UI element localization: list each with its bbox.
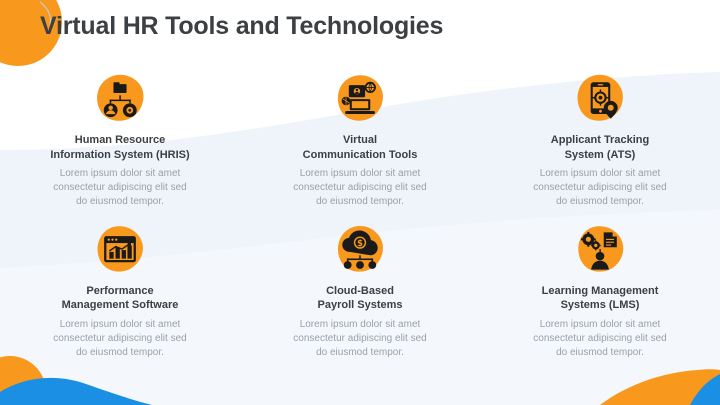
tool-card-title: Cloud-Based Payroll Systems (317, 284, 403, 312)
tool-card-title: Virtual Communication Tools (302, 134, 418, 161)
tool-card-description: Lorem ipsum dolor sit amet consectetur a… (533, 318, 667, 358)
svg-text:$: $ (357, 238, 363, 248)
page-title: Virtual HR Tools and Technologies (40, 12, 444, 40)
tool-card-description: Lorem ipsum dolor sit amet consectetur a… (53, 168, 187, 208)
tool-card-cloud-payroll[interactable]: $ Cloud-Based Payroll Systems Lorem ipsu… (240, 223, 480, 361)
tool-card-applicant-tracking[interactable]: Applicant Tracking System (ATS) Lorem ip… (480, 72, 720, 210)
cloud-payroll-dollar-icon: $ (332, 223, 388, 279)
performance-dashboard-chart-icon (92, 223, 148, 279)
tool-card-description: Lorem ipsum dolor sit amet consectetur a… (293, 168, 427, 208)
hris-org-chart-icon (92, 72, 148, 128)
virtual-communication-laptop-icon (332, 72, 388, 128)
tool-card-description: Lorem ipsum dolor sit amet consectetur a… (293, 318, 427, 358)
learning-management-person-gear-icon (572, 223, 628, 279)
tool-card-description: Lorem ipsum dolor sit amet consectetur a… (53, 318, 187, 358)
tools-row-top: Human Resource Information System (HRIS)… (0, 72, 720, 210)
applicant-tracking-phone-icon (572, 72, 628, 128)
tool-card-description: Lorem ipsum dolor sit amet consectetur a… (533, 168, 667, 208)
tool-card-performance-management[interactable]: Performance Management Software Lorem ip… (0, 223, 240, 361)
tool-card-title: Applicant Tracking System (ATS) (550, 134, 650, 161)
tools-row-bottom: Performance Management Software Lorem ip… (0, 223, 720, 361)
tool-card-title: Learning Management Systems (LMS) (541, 284, 659, 312)
tool-card-hris[interactable]: Human Resource Information System (HRIS)… (0, 72, 240, 210)
tool-card-virtual-communication[interactable]: Virtual Communication Tools Lorem ipsum … (240, 72, 480, 210)
tool-card-learning-management[interactable]: Learning Management Systems (LMS) Lorem … (480, 223, 720, 361)
tool-card-title: Performance Management Software (61, 284, 179, 312)
tools-grid: Human Resource Information System (HRIS)… (0, 72, 720, 360)
tool-card-title: Human Resource Information System (HRIS) (50, 134, 190, 161)
